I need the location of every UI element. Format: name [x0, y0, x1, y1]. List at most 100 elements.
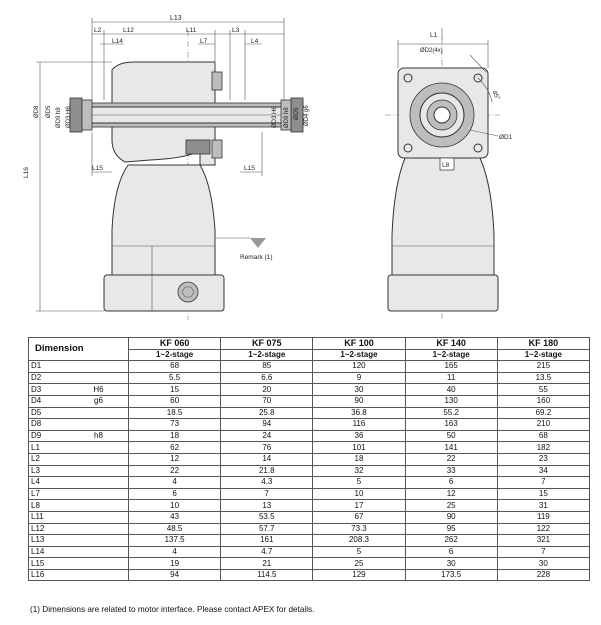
value-cell: 7: [220, 487, 314, 501]
dimension-cell: L2: [28, 452, 69, 466]
value-cell: 10: [127, 499, 222, 512]
tolerance-cell: [69, 371, 129, 385]
value-cell: 11: [404, 371, 498, 385]
dimension-table: Dimension KF 060 KF 075 KF 100 KF 140 KF…: [28, 336, 591, 582]
value-cell: 68: [496, 429, 591, 443]
dimension-cell: L11: [28, 510, 69, 524]
value-cell: 68: [127, 360, 222, 373]
tolerance-cell: [69, 476, 129, 489]
tolerance-cell: [69, 360, 129, 373]
dimension-cell: D1: [28, 360, 69, 373]
value-cell: 208.3: [312, 534, 406, 547]
dimension-cell: L7: [28, 487, 69, 501]
value-cell: 262: [404, 534, 498, 547]
model-header: KF 100: [312, 337, 406, 350]
value-cell: 130: [404, 394, 498, 408]
value-cell: 5.5: [127, 371, 222, 385]
stage-label: 1~2-stage: [496, 348, 591, 362]
value-cell: 14: [220, 452, 314, 466]
remark-triangle-icon: [250, 238, 266, 248]
value-cell: 18.5: [127, 406, 222, 420]
value-cell: 18: [312, 452, 406, 466]
value-cell: 13.5: [496, 371, 591, 385]
value-cell: 4: [127, 476, 222, 489]
dim-D5: ØD5: [46, 105, 52, 118]
value-cell: 30: [312, 383, 406, 396]
value-cell: 18: [127, 429, 222, 443]
tolerance-cell: [69, 499, 129, 512]
bolt-icon: [177, 281, 199, 303]
dimension-cell: L14: [28, 545, 69, 559]
tolerance-cell: [69, 418, 129, 431]
tolerance-cell: [69, 534, 129, 547]
motor-flange: [103, 274, 225, 312]
dimension-cell: L15: [28, 557, 69, 570]
model-header: KF 060: [127, 337, 222, 350]
tolerance-cell: g6: [69, 394, 129, 408]
value-cell: 9: [312, 371, 406, 385]
value-cell: 48.5: [127, 522, 222, 536]
value-cell: 6: [404, 476, 498, 489]
value-cell: 73.3: [312, 522, 406, 536]
housing-lower: [111, 164, 216, 276]
model-header: KF 180: [496, 337, 591, 350]
value-cell: 114.5: [220, 568, 314, 582]
tolerance-cell: [69, 568, 129, 582]
value-cell: 6: [127, 487, 222, 501]
tolerance-cell: [69, 487, 129, 501]
value-cell: 215: [496, 360, 591, 373]
dim-L4: L4: [251, 38, 259, 45]
dim-L1: L1: [430, 32, 438, 39]
dim-L3: L3: [232, 27, 240, 34]
dimension-header: Dimension: [28, 336, 129, 362]
dim-L15-left: L15: [92, 165, 103, 172]
value-cell: 6.6: [220, 371, 314, 385]
dimension-cell: L1: [28, 441, 69, 454]
value-cell: 90: [404, 510, 498, 524]
value-cell: 165: [404, 360, 498, 373]
value-cell: 7: [496, 476, 591, 489]
value-cell: 33: [404, 464, 498, 478]
value-cell: 6: [404, 545, 498, 559]
value-cell: 5: [312, 545, 406, 559]
value-cell: 67: [312, 510, 406, 524]
value-cell: 12: [404, 487, 498, 501]
value-cell: 90: [312, 394, 406, 408]
dim-D1: ØD1: [499, 134, 513, 141]
dim-L11: L11: [186, 27, 197, 34]
model-header: KF 075: [220, 337, 314, 350]
value-cell: 95: [404, 522, 498, 536]
stage-label: 1~2-stage: [127, 348, 222, 362]
stage-label: 1~2-stage: [220, 348, 314, 362]
value-cell: 50: [404, 429, 498, 443]
dim-L12: L12: [123, 27, 134, 34]
value-cell: 12: [127, 452, 222, 466]
value-cell: 20: [220, 383, 314, 396]
dimension-cell: D3: [28, 383, 69, 396]
value-cell: 182: [496, 441, 591, 454]
value-cell: 119: [496, 510, 591, 524]
value-cell: 25.8: [220, 406, 314, 420]
dimension-cell: L12: [28, 522, 69, 536]
dimension-cell: D8: [28, 418, 69, 431]
value-cell: 10: [312, 487, 406, 501]
value-cell: 173.5: [404, 568, 498, 582]
value-cell: 94: [220, 418, 314, 431]
value-cell: 32: [312, 464, 406, 478]
tolerance-cell: [69, 545, 129, 559]
tolerance-cell: [69, 406, 129, 420]
technical-drawing: L13 L2 L12 L11 L3 L14 L7 L4 L15 L15 L16 …: [23, 15, 513, 320]
value-cell: 25: [312, 557, 406, 570]
front-motor-flange: [387, 274, 499, 312]
value-cell: 30: [404, 557, 498, 570]
value-cell: 23: [496, 452, 591, 466]
